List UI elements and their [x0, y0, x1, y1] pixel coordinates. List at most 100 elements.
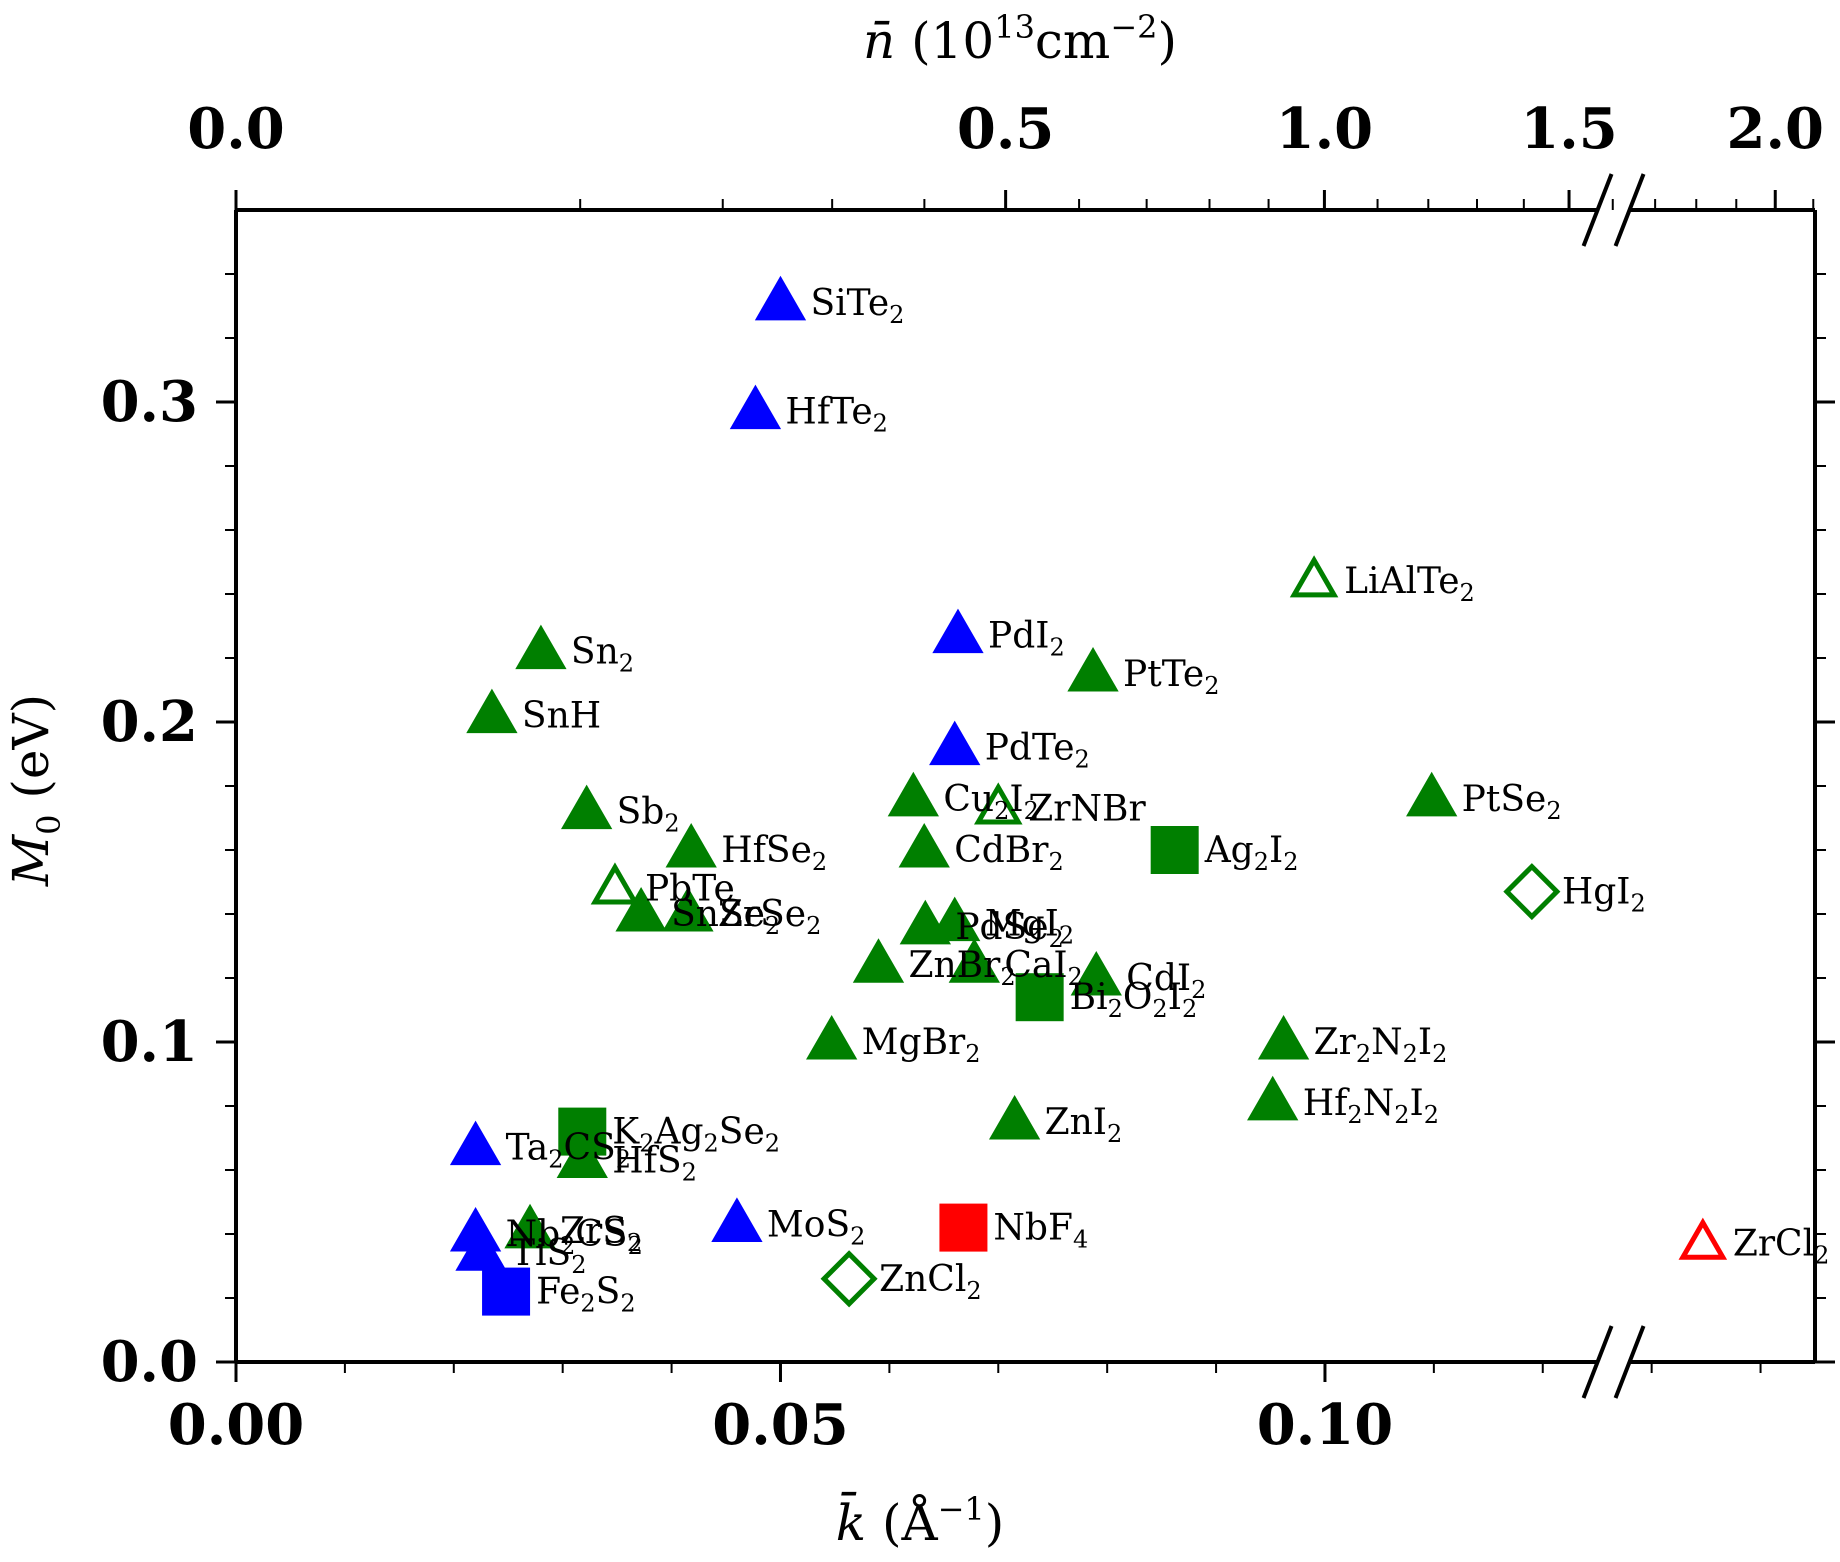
point-label: ZrCl2 — [1733, 1224, 1830, 1270]
data-point — [729, 384, 782, 430]
data-point — [466, 688, 518, 734]
point-label: Fe2S2 — [536, 1272, 636, 1318]
x2-tick-label: 2.0 — [1727, 96, 1824, 162]
data-point — [455, 1226, 507, 1271]
data-point — [482, 1267, 531, 1316]
ticks: 0.00 0.05 0.10 0.0 0.5 1.0 1.5 2.0 0.0 0.1 0.2 0.3 — [101, 96, 1835, 1458]
x2-tick-label: 1.5 — [1520, 96, 1617, 162]
data-point — [665, 823, 717, 868]
point-label: SnH — [522, 696, 601, 737]
data-point — [560, 784, 613, 830]
data-point — [948, 938, 1000, 983]
x2-tick-label: 0.0 — [187, 96, 284, 162]
point-label: ZnCl2 — [879, 1259, 982, 1305]
point-label: PtSe2 — [1462, 779, 1562, 825]
data-point — [1247, 1075, 1299, 1121]
data-point — [515, 624, 567, 670]
point-label: MgI2 — [985, 904, 1074, 950]
axis-break-mark — [1613, 173, 1646, 247]
point-label: PtTe2 — [1123, 654, 1220, 700]
point-label: Nb2CS2 — [506, 1214, 643, 1260]
data-point — [1067, 647, 1119, 692]
point-label: PbTe — [645, 868, 735, 909]
data-point — [556, 1133, 608, 1178]
x-tick-label: 0.10 — [1257, 1392, 1393, 1458]
point-label: PdTe2 — [985, 728, 1090, 774]
point-label: HgI2 — [1562, 872, 1646, 918]
point-label: MoS2 — [767, 1204, 865, 1250]
markers — [449, 275, 1728, 1316]
point-label: ZnBr2 — [908, 945, 1015, 991]
data-point — [1015, 973, 1064, 1022]
point-label: HfS2 — [612, 1140, 697, 1186]
x2-axis-title: n̄ (1013cm−2) — [863, 8, 1177, 70]
point-label: Bi2O2I2 — [1070, 977, 1198, 1023]
point-label: Sn2 — [571, 632, 634, 678]
point-label: HfSe2 — [721, 830, 827, 876]
data-point — [820, 1250, 878, 1308]
data-point — [590, 862, 640, 905]
y-tick-label: 0.3 — [101, 369, 198, 435]
point-label: ZrSe2 — [718, 894, 821, 940]
y-axis-title: M0 (eV) — [2, 694, 68, 887]
data-point — [929, 720, 981, 766]
axis-break-mark — [1613, 1325, 1646, 1399]
data-point — [929, 896, 981, 942]
point-label: Zr2N2I2 — [1314, 1022, 1448, 1068]
x-tick-label: 0.00 — [168, 1392, 304, 1458]
point-label: ZnI2 — [1045, 1102, 1123, 1148]
x2-tick-label: 0.5 — [957, 96, 1054, 162]
data-point — [1406, 771, 1458, 817]
point-label: ZrS2 — [560, 1211, 642, 1257]
x2-tick-label: 1.0 — [1276, 96, 1373, 162]
point-label: PdSe2 — [955, 907, 1064, 953]
point-label: Sb2 — [617, 792, 680, 838]
point-label: NbF4 — [993, 1208, 1088, 1254]
point-label: Hf2N2I2 — [1303, 1083, 1439, 1129]
data-point — [1678, 1217, 1728, 1260]
point-label: Ag2I2 — [1204, 830, 1299, 876]
data-point — [939, 1203, 988, 1252]
axis-break-mark — [1581, 173, 1614, 247]
point-label: CdI2 — [1126, 958, 1206, 1004]
data-point — [662, 887, 714, 932]
data-point — [887, 771, 939, 817]
data-point — [806, 1015, 858, 1060]
y-tick-label: 0.2 — [101, 689, 198, 755]
point-label: Cu2I2 — [943, 779, 1039, 825]
point-label: HfTe2 — [785, 392, 888, 438]
data-point — [754, 275, 807, 321]
x-axis-title: k̄ (Å−1) — [836, 1490, 1005, 1552]
data-point — [1503, 863, 1561, 921]
data-point — [1257, 1015, 1310, 1060]
point-label: Ta2CS2 — [506, 1128, 631, 1174]
data-point — [615, 887, 667, 932]
point-label: SiTe2 — [810, 283, 904, 329]
data-point — [449, 1120, 502, 1166]
x-tick-label: 0.05 — [712, 1392, 848, 1458]
point-label: PdI2 — [988, 616, 1065, 662]
data-point — [898, 823, 950, 868]
point-label: CaI2 — [1004, 945, 1083, 991]
data-point — [1070, 951, 1122, 996]
data-point — [711, 1197, 763, 1242]
data-point — [1289, 555, 1339, 598]
data-point — [988, 1095, 1041, 1140]
data-point — [504, 1203, 556, 1249]
data-point — [932, 608, 984, 654]
axis-break-mark — [1581, 1325, 1614, 1399]
point-label: LiAlTe2 — [1344, 561, 1475, 607]
point-label: CdBr2 — [954, 830, 1064, 876]
y-tick-label: 0.0 — [101, 1329, 198, 1395]
point-label: TiS2 — [511, 1233, 586, 1279]
data-point — [1150, 826, 1199, 874]
data-point — [852, 938, 905, 983]
y-tick-label: 0.1 — [101, 1009, 198, 1075]
point-label: K2Ag2Se2 — [612, 1112, 780, 1158]
data-point — [974, 782, 1023, 825]
point-label: SnSe2 — [671, 894, 780, 940]
point-label: MgBr2 — [862, 1022, 981, 1068]
point-label: ZrNBr — [1028, 788, 1146, 829]
